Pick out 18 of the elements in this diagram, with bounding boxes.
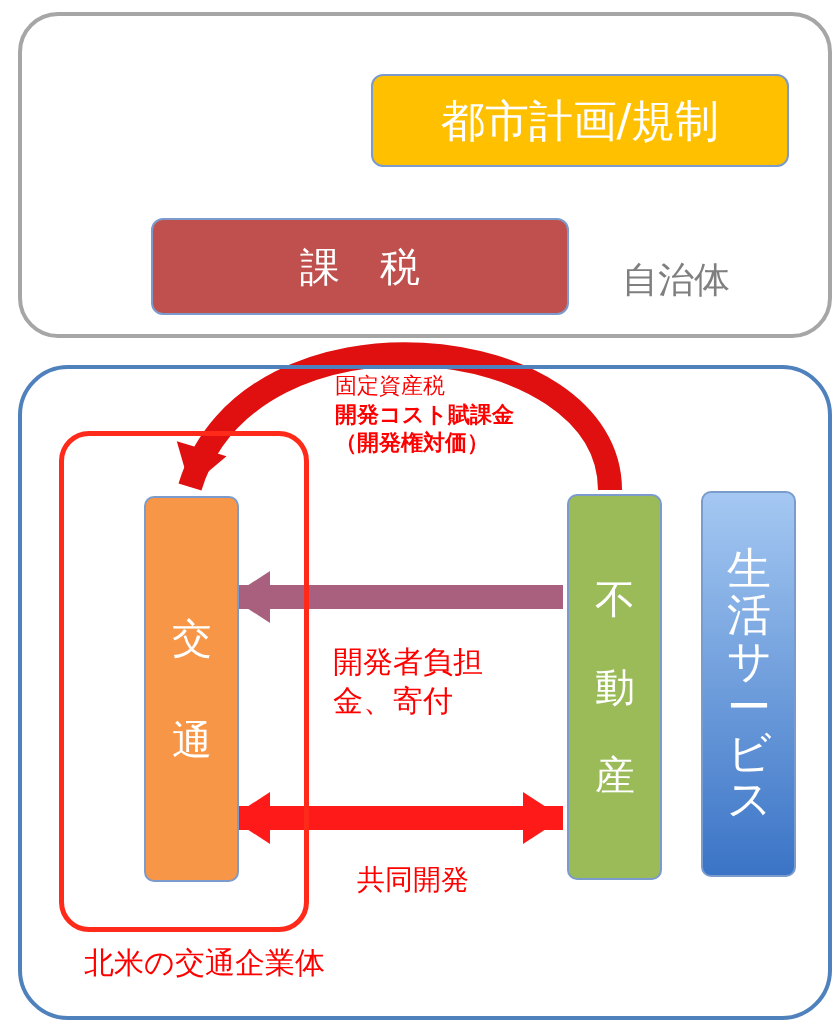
box-label: 課 税: [300, 244, 420, 289]
box-label: 不動産: [594, 575, 635, 800]
process-box: [144, 496, 239, 882]
region-label: 自治体: [622, 260, 730, 300]
process-box: [151, 218, 569, 315]
group-label: 北米の交通企業体: [84, 946, 325, 979]
edge-label: 開発者負担金、寄付: [333, 643, 484, 720]
group-frame: [18, 365, 832, 1020]
process-box: [567, 494, 662, 880]
box-label: 都市計画/規制: [440, 96, 720, 145]
box-label: 交通: [171, 614, 212, 765]
process-box: [701, 491, 796, 877]
arrow: [179, 342, 622, 493]
process-box: [371, 74, 789, 167]
edge-label: 共同開発: [357, 862, 470, 898]
region-frame: [18, 12, 832, 338]
box-label: 生活サービス: [726, 546, 771, 822]
edge-label: 固定資産税開発コスト賦課金（開発権対価）: [335, 372, 515, 458]
